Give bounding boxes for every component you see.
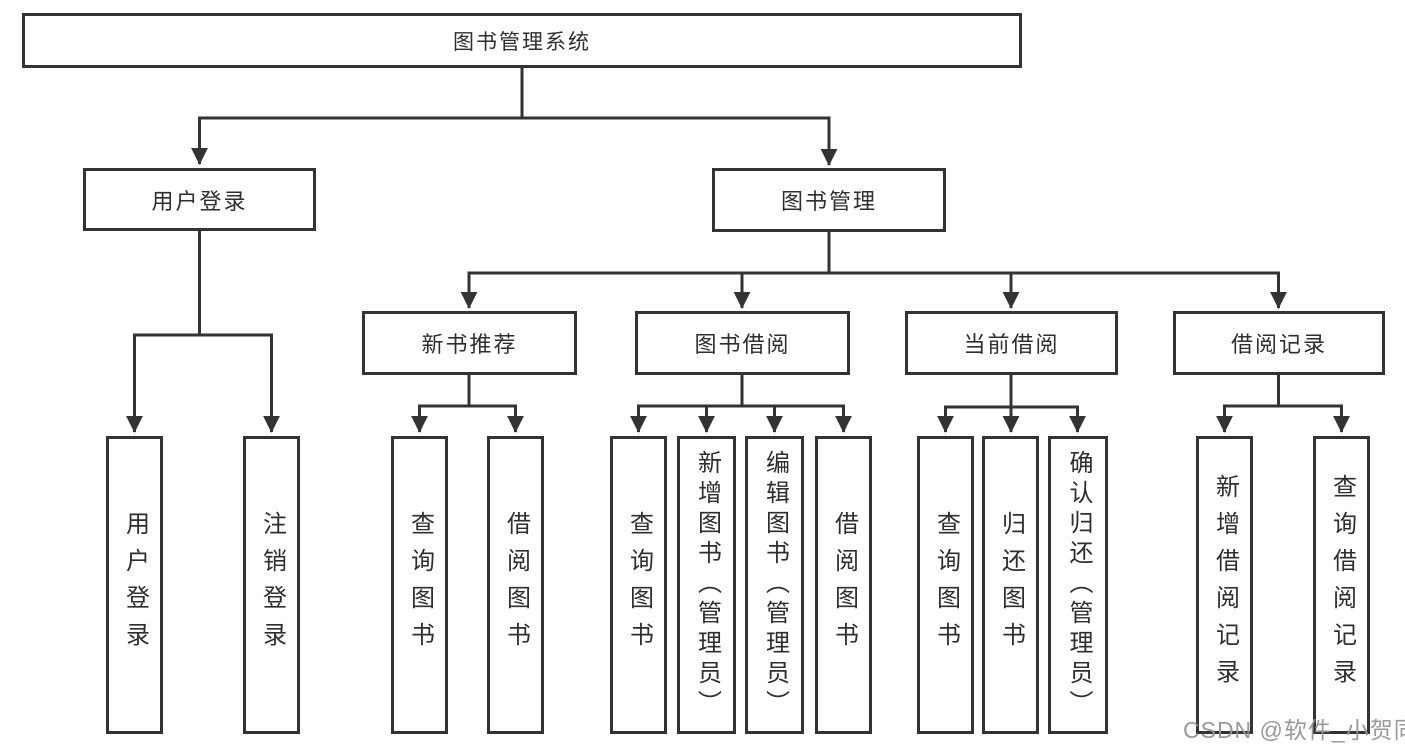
leaf-logout-login: 注销登录 <box>243 436 300 734</box>
leaf-current-query-books-label: 查询图书 <box>932 511 960 659</box>
leaf-logout-login-label: 注销登录 <box>258 511 286 659</box>
leaf-user-login-label: 用户登录 <box>121 511 149 659</box>
leaf-records-add-record-label: 新增借阅记录 <box>1211 474 1239 696</box>
leaf-borrow-edit-books-label: 编辑图书（管理员） <box>761 450 789 720</box>
node-current-borrow: 当前借阅 <box>905 311 1118 375</box>
leaf-records-add-record: 新增借阅记录 <box>1196 436 1253 734</box>
leaf-borrow-query-books-label: 查询图书 <box>625 511 653 659</box>
leaf-newrec-borrow-books-label: 借阅图书 <box>502 511 530 659</box>
node-new-book-recommend-label: 新书推荐 <box>421 332 518 357</box>
leaf-newrec-borrow-books: 借阅图书 <box>487 436 544 734</box>
node-root: 图书管理系统 <box>22 13 1022 68</box>
leaf-borrow-borrow-books: 借阅图书 <box>815 436 872 734</box>
node-user-login: 用户登录 <box>83 168 316 231</box>
leaf-borrow-borrow-books-label: 借阅图书 <box>830 511 858 659</box>
leaf-newrec-query-books-label: 查询图书 <box>406 511 434 659</box>
leaf-borrow-add-books-label: 新增图书（管理员） <box>693 450 721 720</box>
leaf-current-query-books: 查询图书 <box>917 436 974 734</box>
node-current-borrow-label: 当前借阅 <box>963 332 1060 357</box>
node-new-book-recommend: 新书推荐 <box>362 311 577 375</box>
leaf-current-return-books-label: 归还图书 <box>997 511 1025 659</box>
csdn-watermark: CSDN @软件_小贺同学 <box>1183 717 1405 743</box>
leaf-borrow-edit-books: 编辑图书（管理员） <box>745 436 804 734</box>
node-root-label: 图书管理系统 <box>453 30 591 54</box>
leaf-borrow-query-books: 查询图书 <box>610 436 667 734</box>
node-book-borrow: 图书借阅 <box>635 311 850 375</box>
node-book-management-label: 图书管理 <box>780 189 877 214</box>
node-borrow-records: 借阅记录 <box>1173 311 1385 375</box>
leaf-current-confirm-return-label: 确认归还（管理员） <box>1065 450 1092 720</box>
leaf-current-confirm-return: 确认归还（管理员） <box>1048 436 1108 734</box>
node-book-management: 图书管理 <box>712 168 946 232</box>
leaf-records-query-record: 查询借阅记录 <box>1313 436 1370 734</box>
leaf-user-login: 用户登录 <box>106 436 163 734</box>
node-borrow-records-label: 借阅记录 <box>1230 332 1327 357</box>
leaf-borrow-add-books: 新增图书（管理员） <box>677 436 736 734</box>
leaf-current-return-books: 归还图书 <box>982 436 1039 734</box>
node-user-login-label: 用户登录 <box>151 188 248 214</box>
node-book-borrow-label: 图书借阅 <box>694 332 791 357</box>
leaf-records-query-record-label: 查询借阅记录 <box>1328 474 1356 696</box>
leaf-newrec-query-books: 查询图书 <box>391 436 448 734</box>
